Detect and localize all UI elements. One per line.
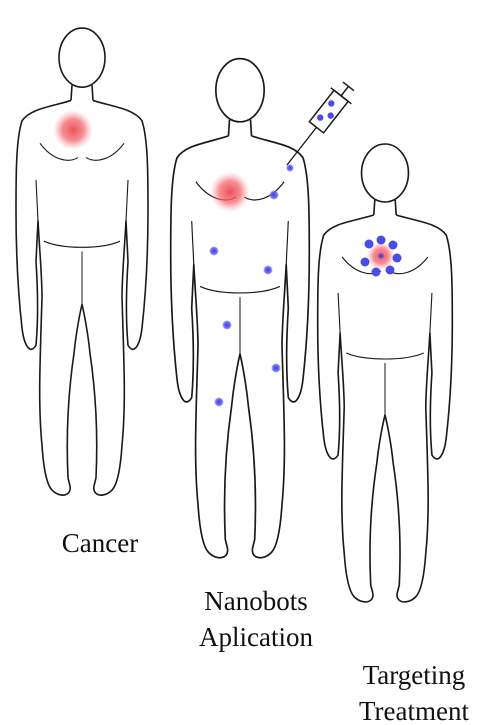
nanobot-dot [377, 236, 386, 245]
nanobot-dot [222, 320, 232, 330]
tumor-spot [53, 110, 93, 150]
caption-targeting: Targeting [363, 660, 466, 690]
nanobot-dot [386, 266, 395, 275]
nanobot-dot [393, 254, 402, 263]
nanobots-application-figure [171, 59, 310, 558]
caption-treatment: Treatment [359, 696, 469, 725]
nanobot-dot [214, 397, 224, 407]
nanobot-dot [209, 246, 219, 256]
nanobot-dot [361, 258, 370, 267]
targeting-treatment-figure [318, 144, 453, 602]
nanobot-dot [389, 241, 398, 250]
nanobot-dot [286, 164, 294, 172]
caption-aplication: Aplication [199, 622, 313, 652]
nanobot-dot [263, 265, 273, 275]
cancer-figure [16, 28, 148, 495]
syringe-icon [277, 78, 359, 173]
nanobot-dot [372, 268, 381, 277]
nanobot-dot [269, 190, 279, 200]
caption-nanobots: Nanobots [204, 586, 308, 616]
caption-cancer: Cancer [62, 528, 138, 558]
nanobot-dot [271, 363, 281, 373]
nanobot-dot [379, 254, 384, 259]
nanobots-targeting [361, 236, 402, 277]
tumor-spot [210, 172, 250, 212]
nanobot-dot [365, 240, 374, 249]
